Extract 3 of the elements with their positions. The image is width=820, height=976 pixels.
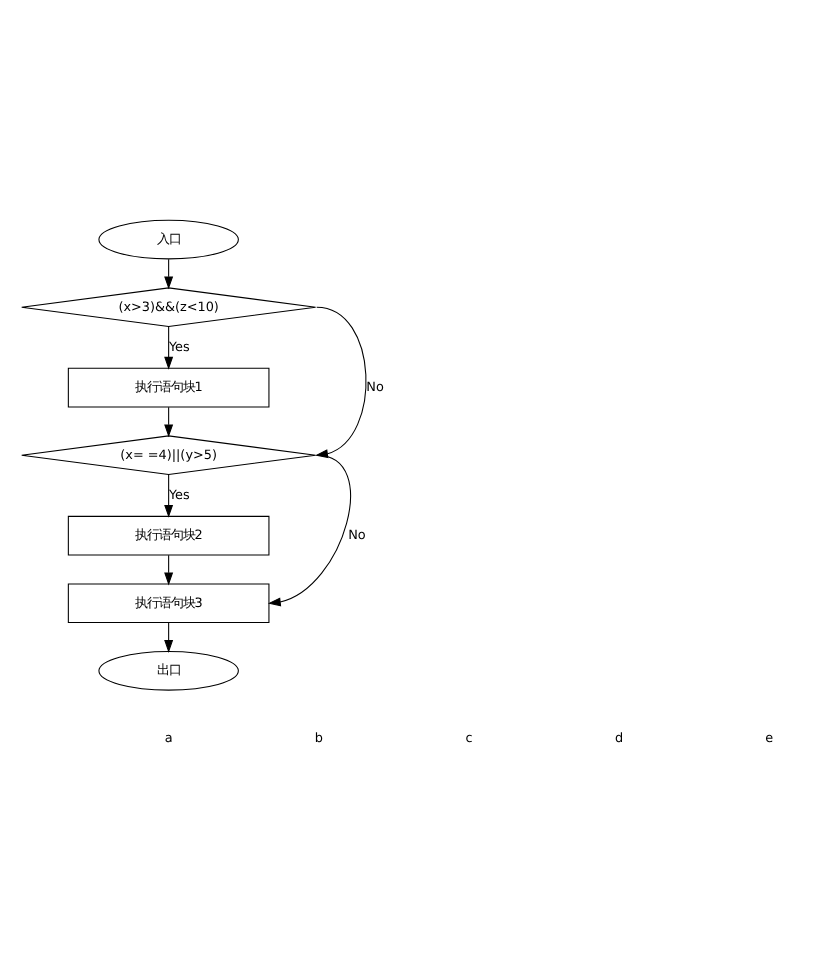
arrow <box>267 453 351 606</box>
arrow <box>164 325 174 369</box>
arrow <box>164 473 174 517</box>
